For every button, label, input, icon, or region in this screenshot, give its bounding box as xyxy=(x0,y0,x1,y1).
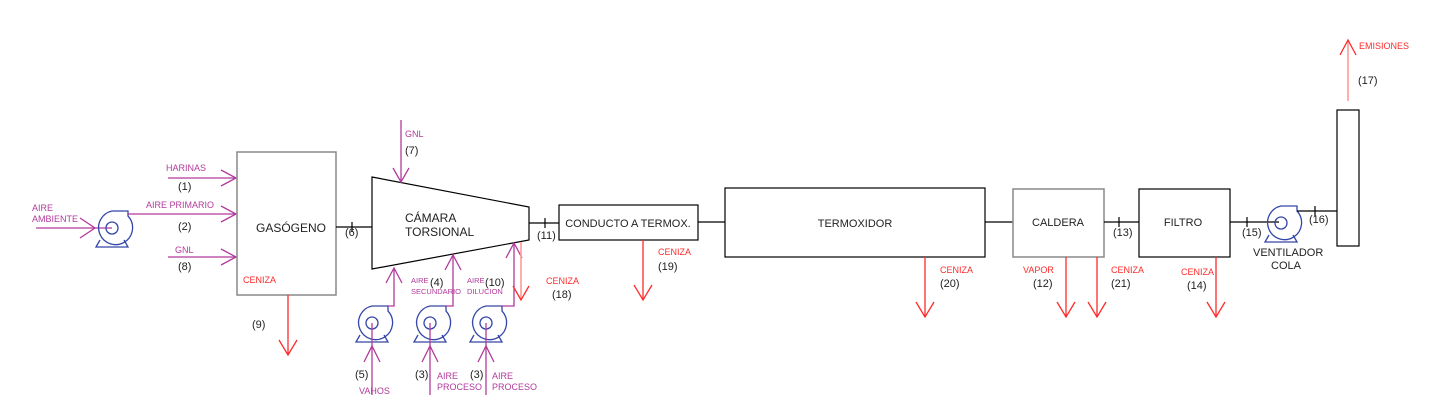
stream-label: (3) xyxy=(470,369,483,381)
stream-label: (15) xyxy=(1242,227,1262,239)
stream-20-ceniza: CENIZA (20) xyxy=(915,257,973,319)
stream-7-gnl: GNL (7) xyxy=(392,120,424,184)
vahos-fan-icon xyxy=(355,305,394,343)
label-ceniza: CENIZA xyxy=(243,275,276,285)
filtro-label: FILTRO xyxy=(1164,217,1203,229)
label-aire-ambiente: AIRE xyxy=(32,203,53,213)
ventilador-label-2: COLA xyxy=(1271,260,1302,272)
label-harinas: HARINAS xyxy=(166,163,206,173)
aire-ambiente-input: AIRE AMBIENTE xyxy=(32,203,112,239)
stream-label: (11) xyxy=(537,230,556,242)
stream-label: (7) xyxy=(405,145,418,157)
tail-fan-icon xyxy=(1264,205,1303,243)
stream-15: (15) xyxy=(1230,217,1279,239)
label-aire-proceso-2: PROCESO xyxy=(492,382,537,392)
label-aire-dilucion-2: DILUCION xyxy=(467,287,503,296)
camara-torsional-shape xyxy=(371,176,530,270)
stream-5-vahos: (5) VAHOS xyxy=(355,266,403,396)
label-vahos: VAHOS xyxy=(359,386,390,396)
stream-label: (5) xyxy=(355,369,368,381)
stream-label: (10) xyxy=(485,277,505,289)
label-gnl: GNL xyxy=(175,245,194,255)
primary-air-fan-icon xyxy=(95,210,134,248)
label-aire-proceso: AIRE xyxy=(437,371,458,381)
label-aire-secundario-2: SECUNDARIO xyxy=(411,287,461,296)
termoxidor-label: TERMOXIDOR xyxy=(818,218,893,230)
stream-label: (8) xyxy=(178,261,191,273)
stream-21-ceniza: CENIZA (21) xyxy=(1087,257,1144,319)
label-aire-dilucion: AIRE xyxy=(467,276,485,285)
label-ceniza: CENIZA xyxy=(546,276,579,286)
filtro-box xyxy=(1138,188,1231,258)
stream-11: (11) xyxy=(529,218,559,242)
gasogeno-label: GASÓGENO xyxy=(256,220,326,235)
stream-19-ceniza: CENIZA (19) xyxy=(633,240,691,302)
stream-10-aire-dilucion: AIRE DILUCION (10) (3) AIRE PROCESO xyxy=(467,241,537,395)
stream-label: (16) xyxy=(1309,214,1329,226)
secondary-air-fan-icon xyxy=(413,305,452,343)
gasogeno-box xyxy=(236,151,337,296)
stream-14-ceniza: CENIZA (14) xyxy=(1181,257,1226,319)
label-aire-secundario: AIRE xyxy=(411,276,429,285)
stream-8-gnl: GNL (8) xyxy=(168,245,238,273)
label-ceniza: CENIZA xyxy=(1111,265,1144,275)
camara-label-1: CÁMARA xyxy=(405,210,456,225)
label-aire-proceso-2: PROCESO xyxy=(437,382,482,392)
stream-label: (19) xyxy=(658,261,678,273)
label-ceniza: CENIZA xyxy=(658,247,691,257)
stream-label: (21) xyxy=(1111,278,1131,290)
stream-label: (20) xyxy=(940,278,960,290)
camara-label-2: TORSIONAL xyxy=(405,225,474,239)
conducto-label: CONDUCTO A TERMOX. xyxy=(565,218,691,230)
stream-1-harinas: HARINAS (1) xyxy=(166,163,238,193)
stream-label: (14) xyxy=(1187,280,1207,292)
stream-label: (3) xyxy=(415,369,428,381)
caldera-box xyxy=(1012,188,1105,258)
stream-12-vapor: VAPOR (12) xyxy=(1023,257,1076,319)
stream-6: (6) xyxy=(336,222,372,239)
stream-label: (9) xyxy=(252,319,265,331)
stream-label: (17) xyxy=(1358,75,1378,87)
label-ceniza: CENIZA xyxy=(1181,267,1214,277)
label-ceniza: CENIZA xyxy=(940,265,973,275)
stream-13: (13) xyxy=(1104,217,1139,239)
stream-17-emisiones: EMISIONES (17) xyxy=(1339,38,1409,101)
ventilador-label: VENTILADOR xyxy=(1253,247,1323,259)
stream-label: (2) xyxy=(178,221,191,233)
caldera-label: CALDERA xyxy=(1032,217,1085,229)
label-aire-ambiente-2: AMBIENTE xyxy=(32,214,78,224)
label-gnl: GNL xyxy=(405,129,424,139)
stream-16: (16) xyxy=(1297,206,1337,226)
stream-2-aire-primario: AIRE PRIMARIO (2) xyxy=(128,200,238,233)
label-vapor: VAPOR xyxy=(1023,265,1054,275)
termoxidor-box xyxy=(724,187,986,258)
stream-4-aire-secundario: AIRE SECUNDARIO (4) (3) AIRE PROCESO xyxy=(411,253,482,395)
conducto-box xyxy=(558,204,699,241)
label-aire-primario: AIRE PRIMARIO xyxy=(146,200,214,210)
dilution-air-fan-icon xyxy=(469,305,508,343)
stream-label: (4) xyxy=(430,277,443,289)
stream-9-ceniza: CENIZA (9) xyxy=(243,275,298,357)
stream-label: (1) xyxy=(178,181,191,193)
label-emisiones: EMISIONES xyxy=(1359,41,1409,51)
stream-18-ceniza: CENIZA (18) xyxy=(512,242,579,302)
stream-label: (12) xyxy=(1033,278,1053,290)
chimney-stack xyxy=(1336,109,1360,247)
stream-label: (18) xyxy=(552,289,572,301)
stream-label: (6) xyxy=(345,227,358,239)
label-aire-proceso: AIRE xyxy=(492,371,513,381)
stream-label: (13) xyxy=(1113,227,1133,239)
